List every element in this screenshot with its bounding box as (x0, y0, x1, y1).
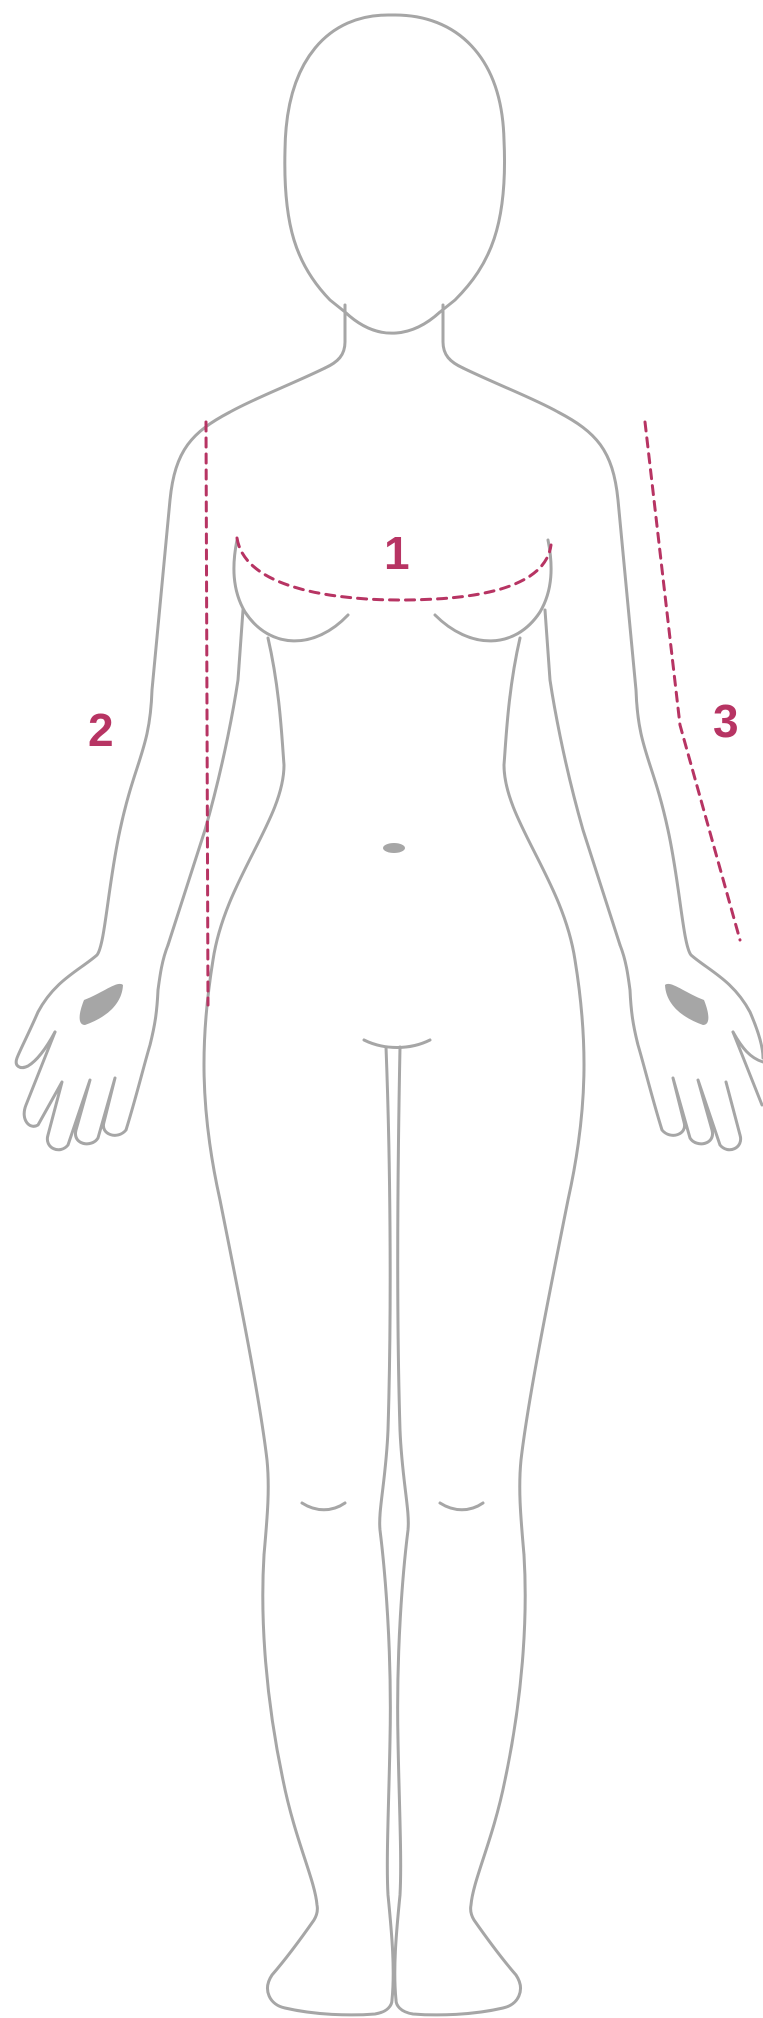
right-knee-outline (440, 1503, 483, 1510)
right-leg-outline (396, 1555, 525, 2015)
left-knee-outline (302, 1503, 345, 1510)
left-leg-outline (263, 1555, 392, 2015)
right-hand-fingers-outline (620, 945, 762, 1150)
left-arm-outer-outline (16, 368, 325, 1068)
left-thumb-shading (80, 984, 123, 1025)
measurement-label-1: 1 (384, 530, 410, 576)
neck-left-outline (325, 305, 345, 368)
inner-right-leg-outline (395, 1047, 409, 2000)
left-bust-outline (234, 540, 348, 641)
right-torso-outline (504, 638, 584, 1555)
arm-length-measure-guide (206, 422, 208, 1005)
head-outline (285, 15, 505, 333)
sleeve-length-measure-guide (645, 422, 740, 940)
measurement-label-2: 2 (88, 707, 114, 753)
crotch-outline (364, 1040, 430, 1048)
navel (383, 843, 405, 853)
inner-left-leg-outline (380, 1047, 394, 2000)
left-torso-outline (204, 638, 284, 1555)
neck-right-outline (443, 305, 463, 368)
right-thumb-shading (665, 984, 708, 1025)
measurement-label-3: 3 (713, 698, 739, 744)
